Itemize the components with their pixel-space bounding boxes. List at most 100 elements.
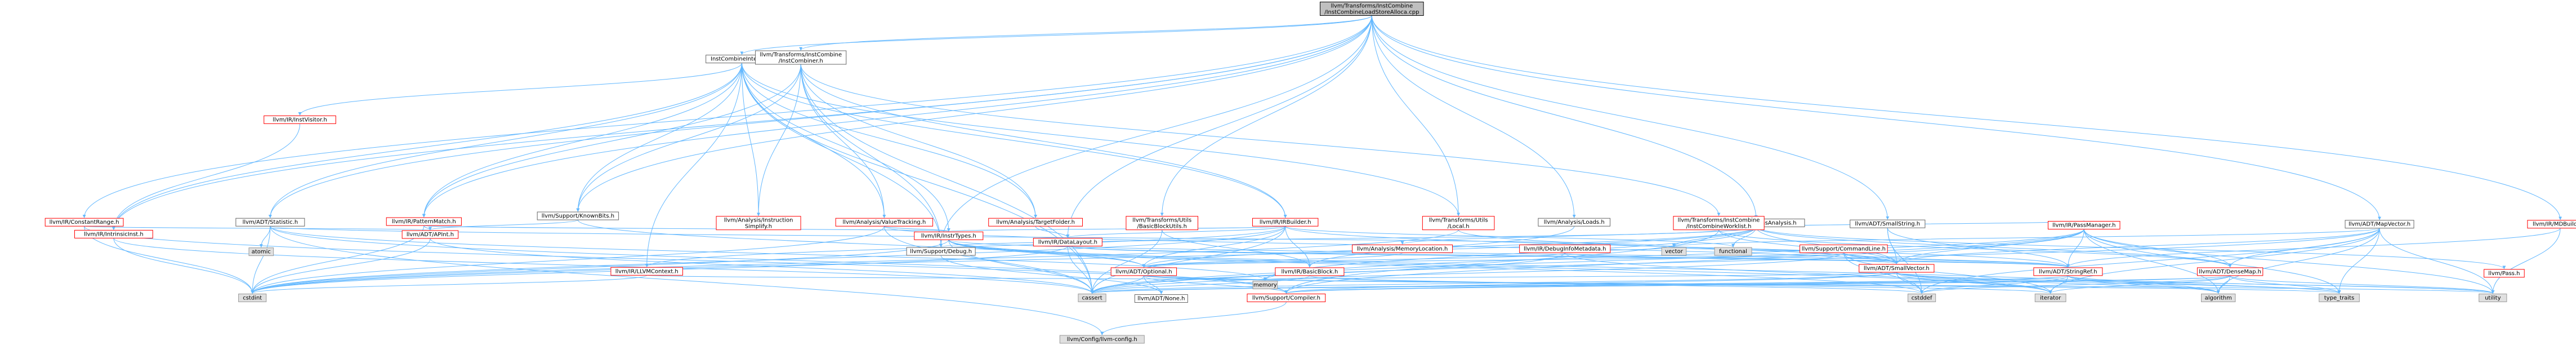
edge-icint-patmatch (422, 63, 742, 218)
node-optional[interactable]: llvm/ADT/Optional.h (1110, 267, 1177, 276)
node-knownbits[interactable]: llvm/Support/KnownBits.h (537, 211, 619, 220)
node-label: memory (1253, 282, 1277, 288)
node-box (1422, 216, 1495, 231)
node-label: cstddef (1912, 295, 1932, 301)
edge-mapvec-cassert (1090, 228, 2380, 294)
node-constrange[interactable]: llvm/IR/ConstantRange.h (44, 218, 124, 227)
node-box (235, 218, 305, 227)
node-valtrack[interactable]: llvm/Analysis/ValueTracking.h (835, 218, 934, 227)
node-llvmcontext[interactable]: llvm/IR/LLVMContext.h (610, 267, 684, 276)
edge-passmgr-densemap (2083, 229, 2232, 268)
node-box (1352, 244, 1453, 253)
edge-stringref-cstddef (1920, 275, 2069, 294)
edge-passmgr-stringref (2066, 229, 2084, 268)
edge-irbuilder-optional (1142, 226, 1286, 268)
node-smallvec[interactable]: llvm/ADT/SmallVector.h (1859, 264, 1935, 273)
edge-icworklist-compiler (1284, 229, 1720, 294)
edge-root-iccomb (799, 15, 1372, 51)
edge-tgtfold-datalayout (1035, 225, 1070, 238)
edge-stringref-cassert (1091, 275, 2069, 294)
node-label: llvm/IR/LLVMContext.h (615, 268, 678, 275)
edge-root-intrinsicinst (111, 15, 1372, 230)
node-memloc[interactable]: llvm/Analysis/MemoryLocation.h (1352, 244, 1453, 253)
node-box (2527, 220, 2576, 229)
edge-constrange-compiler (84, 226, 1288, 294)
edge-passmgr-smallvec (1895, 229, 2084, 264)
node-label: llvm/Transforms/InstCombine (760, 52, 842, 58)
node-iccomb[interactable]: llvm/Transforms/InstCombine/InstCombiner… (755, 50, 847, 65)
edge-icint-cassert (741, 63, 1094, 294)
edge-root-aa (1371, 15, 1758, 219)
node-label: atomic (252, 249, 271, 255)
node-loads[interactable]: llvm/Analysis/Loads.h (1538, 218, 1611, 227)
node-icworklist[interactable]: llvm/Transforms/InstCombine/InstCombineW… (1673, 216, 1765, 231)
edge-mapvec-vector (1672, 228, 2380, 247)
node-bbutils[interactable]: llvm/Transforms/Utils/BasicBlockUtils.h (1126, 216, 1199, 231)
node-box (2034, 293, 2066, 302)
edge-iccomb-instsimp (757, 64, 801, 216)
node-cmdline[interactable]: llvm/Support/CommandLine.h (1800, 244, 1888, 253)
edge-valtrack-instrtypes (883, 225, 950, 232)
node-basicblock[interactable]: llvm/IR/BasicBlock.h (1275, 267, 1345, 276)
node-apint[interactable]: llvm/ADT/APInt.h (401, 230, 459, 239)
node-irbuilder[interactable]: llvm/IR/IRBuilder.h (1252, 218, 1319, 227)
node-passmgr[interactable]: llvm/IR/PassManager.h (2047, 221, 2120, 230)
node-stat[interactable]: llvm/ADT/Statistic.h (235, 218, 305, 227)
edge-smallvec-compiler (1284, 272, 1897, 294)
edge-icint-stat (268, 63, 742, 218)
node-mapvec[interactable]: llvm/ADT/MapVector.h (2345, 220, 2414, 229)
node-datalayout[interactable]: llvm/IR/DataLayout.h (1033, 238, 1102, 247)
node-label: vector (1665, 249, 1684, 255)
node-instvisitor[interactable]: llvm/IR/InstVisitor.h (264, 115, 336, 124)
node-pass[interactable]: llvm/Pass.h (2484, 269, 2525, 278)
node-none[interactable]: llvm/ADT/None.h (1134, 294, 1188, 303)
node-dbginfo[interactable]: llvm/IR/DebugInfoMetadata.h (1519, 244, 1611, 253)
node-label: llvm/ADT/DenseMap.h (2199, 269, 2261, 275)
edge-stringref-iterator (2048, 275, 2069, 294)
node-tgtfold[interactable]: llvm/Analysis/TargetFolder.h (988, 218, 1083, 227)
node-label: llvm/ADT/MapVector.h (2349, 222, 2410, 228)
edge-iccomb-cassert (800, 64, 1094, 294)
node-box (238, 293, 267, 302)
node-label: /Local.h (1448, 224, 1470, 230)
node-label: /InstCombineWorklist.h (1686, 224, 1752, 230)
node-compiler[interactable]: llvm/Support/Compiler.h (1247, 293, 1326, 302)
node-debug[interactable]: llvm/Support/Debug.h (906, 247, 976, 256)
edge-valtrack-cstdint (251, 226, 885, 294)
edge-basicblock-cstddef (1309, 275, 1923, 294)
node-box (906, 247, 976, 256)
node-label: llvm/Support/CommandLine.h (1802, 246, 1886, 252)
node-memory: memory (1252, 280, 1278, 289)
node-label: algorithm (2205, 295, 2232, 301)
node-patmatch[interactable]: llvm/IR/PatternMatch.h (386, 217, 462, 226)
node-cstddef: cstddef (1907, 293, 1936, 302)
node-label: llvm/Pass.h (2488, 271, 2520, 277)
node-label: llvm/IR/IRBuilder.h (1260, 219, 1311, 225)
node-label: llvm/Support/KnownBits.h (542, 213, 614, 219)
edge-icint-local (741, 63, 1461, 216)
node-mdbuilder[interactable]: llvm/IR/MDBuilder.h (2527, 220, 2576, 229)
node-box (1859, 264, 1935, 273)
node-instrtypes[interactable]: llvm/IR/InstrTypes.h (914, 231, 984, 240)
node-box (610, 267, 684, 276)
node-label: llvm/Config/llvm-config.h (1067, 337, 1137, 343)
node-label: llvm/IR/MDBuilder.h (2533, 222, 2576, 228)
node-box (2201, 293, 2236, 302)
node-box (2484, 269, 2525, 278)
node-label: llvm/ADT/SmallVector.h (1864, 266, 1930, 272)
node-local[interactable]: llvm/Transforms/Utils/Local.h (1422, 216, 1495, 231)
node-box (2196, 267, 2264, 276)
edge-irbuilder-basicblock (1285, 226, 1311, 268)
node-root[interactable]: llvm/Transforms/InstCombine/InstCombineL… (1320, 2, 1424, 16)
node-smallstr[interactable]: llvm/ADT/SmallString.h (1850, 219, 1926, 228)
edge-stat-atomic (259, 226, 271, 248)
edge-dbginfo-optional (1142, 252, 1565, 268)
edge-smallvec-iterator (1896, 272, 2052, 294)
node-label: llvm/Transforms/InstCombine (1678, 218, 1760, 224)
edge-irbuilder-datalayout (1066, 225, 1286, 238)
node-densemap[interactable]: llvm/ADT/DenseMap.h (2196, 267, 2264, 276)
edge-icint-knownbits (576, 63, 742, 212)
node-stringref[interactable]: llvm/ADT/StringRef.h (2033, 267, 2103, 276)
node-intrinsicinst[interactable]: llvm/IR/IntrinsicInst.h (74, 229, 153, 238)
